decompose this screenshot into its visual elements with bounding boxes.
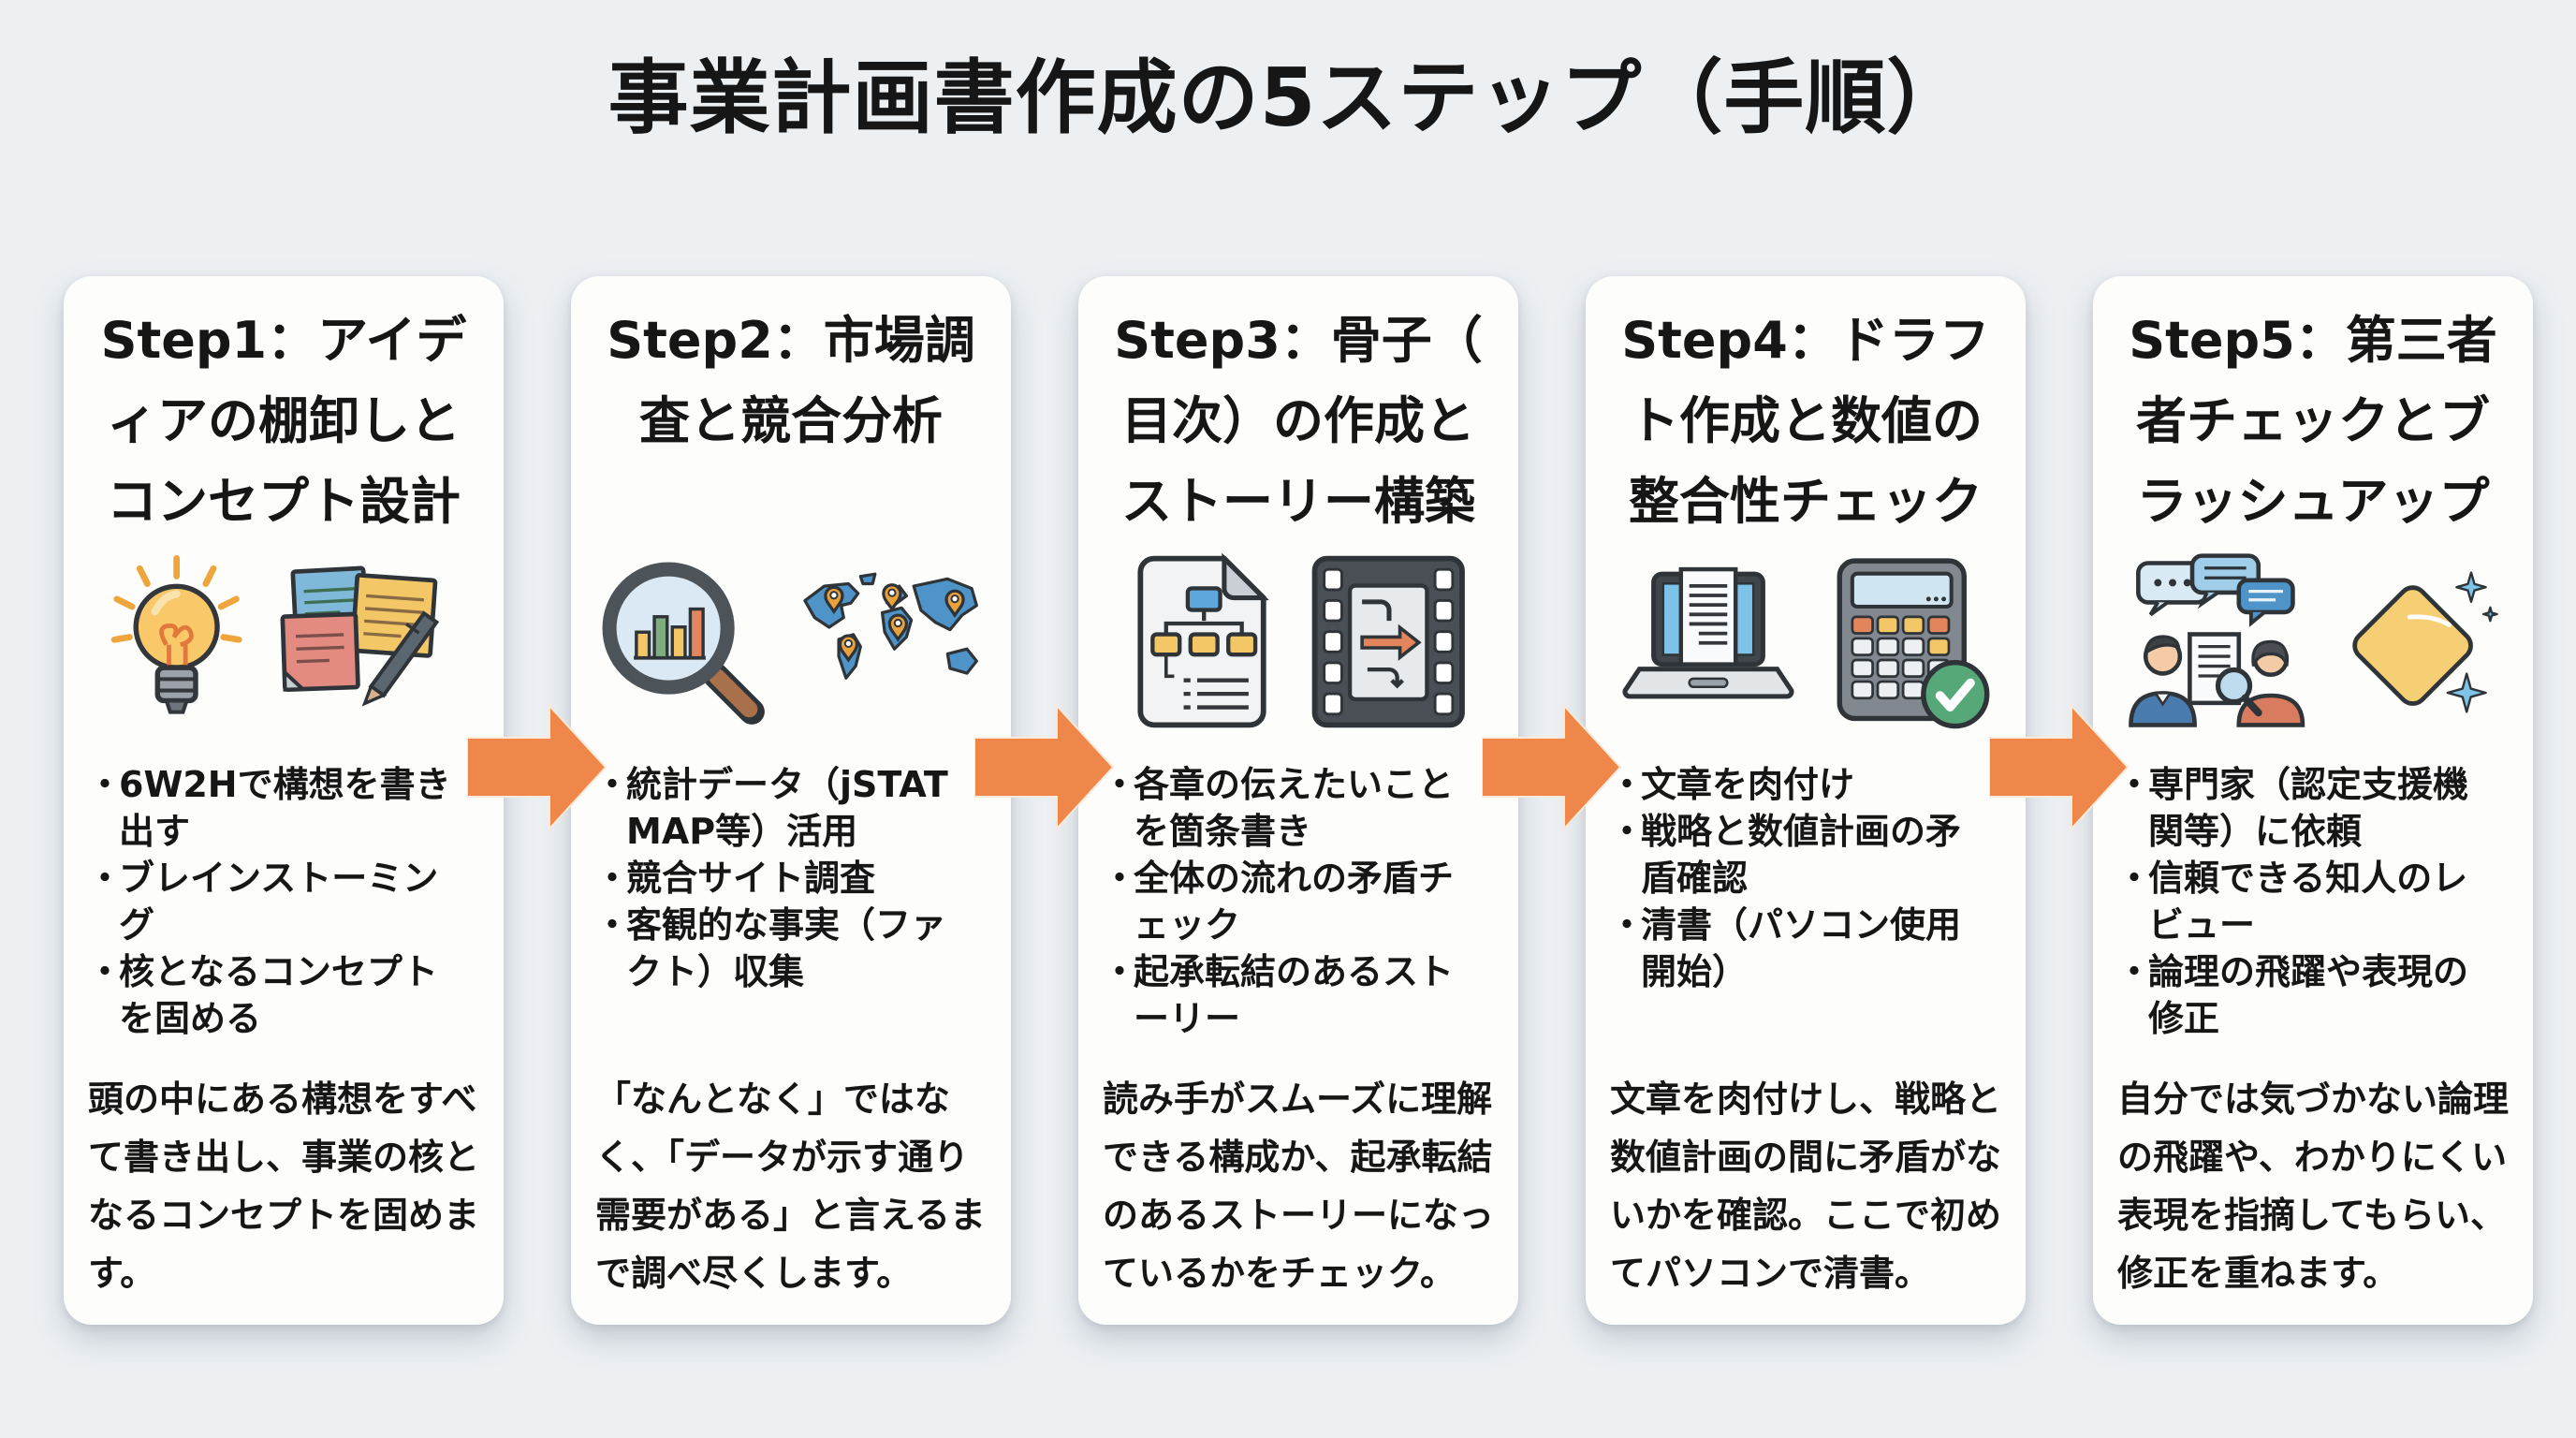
bullet-item: 起承転結のあるストーリー — [1102, 948, 1503, 1042]
step-card: Step3：骨子（目次）の作成とストーリー構築 各章の伝えたいことを箇条書き全体… — [1078, 276, 1518, 1325]
flow-arrow-icon — [1988, 703, 2130, 831]
bullet-item: ブレインストーミング — [87, 855, 489, 948]
flowchart-document-icon — [1124, 550, 1280, 733]
step-title: Step5：第三者者チェックとブラッシュアップ — [2129, 311, 2497, 531]
lightbulb-icon — [107, 553, 246, 731]
bullet-item: 核となるコンセプトを固める — [87, 948, 489, 1042]
bullet-item: 競合サイト調査 — [594, 855, 996, 902]
bullet-item: 専門家（認定支援機関等）に依頼 — [2116, 761, 2518, 855]
flow-arrow-icon — [973, 703, 1115, 831]
calculator-check-icon — [1824, 553, 1996, 731]
steps-row: Step1：アイディアの棚卸しとコンセプト設計 — [64, 276, 2533, 1325]
bullet-item: 清書（パソコン使用開始） — [1609, 902, 2011, 995]
bullet-item: 各章の伝えたいことを箇条書き — [1102, 761, 1503, 855]
step-title: Step4：ドラフト作成と数値の整合性チェック — [1621, 311, 1990, 531]
step-card: Step4：ドラフト作成と数値の整合性チェック 文章を肉付け戦略と数値計画の矛盾… — [1586, 276, 2026, 1325]
flow-arrow-icon — [1481, 703, 1622, 831]
card-bullets: 6W2Hで構想を書き出すブレインストーミング核となるコンセプトを固める — [87, 761, 489, 1042]
page-title: 事業計画書作成の5ステップ（手順） — [607, 51, 1969, 145]
magnifier-chart-icon — [595, 555, 768, 728]
bullet-item: 論理の飛躍や表現の修正 — [2116, 948, 2518, 1042]
bullet-item: 客観的な事実（ファクト）収集 — [594, 902, 996, 995]
bullet-item: 統計データ（jSTAT MAP等）活用 — [594, 761, 996, 855]
sticky-notes-pen-icon — [271, 560, 461, 724]
step-title: Step2：市場調査と競合分析 — [607, 311, 975, 450]
card-bullets: 各章の伝えたいことを箇条書き全体の流れの矛盾チェック起承転結のあるストーリー — [1102, 761, 1503, 1042]
step-card: Step2：市場調査と競合分析 統計データ — [571, 276, 1011, 1325]
flow-arrow-icon — [466, 703, 607, 831]
step-description: 文章を肉付けし、戦略と数値計画の間に矛盾がないかを確認。ここで初めてパソコンで清… — [1610, 1078, 2002, 1294]
card-icons — [64, 546, 504, 738]
card-bullets: 専門家（認定支援機関等）に依頼信頼できる知人のレビュー論理の飛躍や表現の修正 — [2116, 761, 2518, 1042]
laptop-document-icon — [1616, 565, 1800, 719]
card-bullets: 文章を肉付け戦略と数値計画の矛盾確認清書（パソコン使用開始） — [1609, 761, 2011, 995]
card-icons — [1078, 546, 1518, 738]
step-description: 頭の中にある構想をすべて書き出し、事業の核となるコンセプトを固めます。 — [88, 1078, 480, 1294]
card-bullets: 統計データ（jSTAT MAP等）活用競合サイト調査客観的な事実（ファクト）収集 — [594, 761, 996, 995]
step-description: 「なんとなく」ではなく、「データが示す通り需要がある」と言えるまで調べ尽くします… — [595, 1078, 986, 1294]
bullet-item: 信頼できる知人のレビュー — [2116, 855, 2518, 948]
bullet-item: 文章を肉付け — [1609, 761, 2011, 808]
card-icons — [1586, 546, 2026, 738]
world-map-icon — [793, 569, 987, 714]
people-review-icon — [2121, 552, 2311, 731]
card-icons — [2093, 546, 2533, 738]
step-description: 自分では気づかない論理の飛躍や、わかりにくい表現を指摘してもらい、修正を重ねます… — [2117, 1078, 2510, 1294]
filmstrip-icon — [1304, 550, 1473, 733]
step-card: Step5：第三者者チェックとブラッシュアップ — [2093, 276, 2533, 1325]
bullet-item: 全体の流れの矛盾チェック — [1102, 855, 1503, 948]
bullet-item: 戦略と数値計画の矛盾確認 — [1609, 808, 2011, 902]
bullet-item: 6W2Hで構想を書き出す — [87, 761, 489, 855]
step-card: Step1：アイディアの棚卸しとコンセプト設計 — [64, 276, 504, 1325]
step-title: Step3：骨子（目次）の作成とストーリー構築 — [1114, 311, 1483, 531]
step-title: Step1：アイディアの棚卸しとコンセプト設計 — [100, 311, 467, 531]
polish-cloth-icon — [2336, 558, 2505, 726]
step-description: 読み手がスムーズに理解できる構成か、起承転結のあるストーリーになっているかをチェ… — [1103, 1078, 1495, 1294]
card-icons — [571, 546, 1011, 738]
